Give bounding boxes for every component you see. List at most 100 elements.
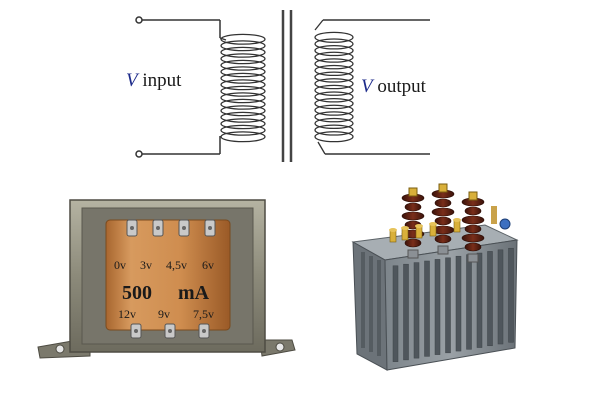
primary-coil-turn xyxy=(220,105,266,117)
cooling-fin xyxy=(466,254,472,350)
hv-bushing-shed xyxy=(434,234,452,244)
hv-bushing-shed xyxy=(404,202,422,212)
output-voltage-symbol: V xyxy=(361,76,373,97)
secondary-coil-turn xyxy=(314,91,354,103)
hv-bushing-shed xyxy=(431,207,455,217)
rating-unit: mA xyxy=(178,282,210,304)
tap-label-bottom-3: 7,5v xyxy=(193,307,214,321)
gauge-icon xyxy=(499,218,511,230)
mounting-hole-right xyxy=(275,342,285,352)
secondary-coil-turn xyxy=(314,71,354,83)
cooling-fin xyxy=(476,252,483,348)
secondary-coil-turn xyxy=(314,44,354,57)
solder-tag-hole xyxy=(134,329,138,333)
cooling-fin xyxy=(403,263,409,361)
power-transformer-illustration xyxy=(351,183,519,371)
solder-tags-top xyxy=(126,219,216,237)
output-label: V output xyxy=(361,76,426,98)
hv-bushing-cap xyxy=(438,183,448,193)
solder-tag-hole xyxy=(130,226,134,230)
secondary-coil xyxy=(314,19,354,155)
secondary-coil-turn xyxy=(314,84,354,96)
secondary-coil-turn xyxy=(314,78,354,90)
cooling-fin xyxy=(445,257,451,354)
hv-bushing-shed xyxy=(401,211,425,221)
output-label-text: output xyxy=(377,76,426,97)
secondary-coil-turn xyxy=(314,64,354,77)
secondary-lead-bottom xyxy=(317,141,326,155)
hv-bushing-shed xyxy=(464,242,482,252)
solder-tag-hole xyxy=(156,226,160,230)
cooling-fin xyxy=(424,260,430,357)
secondary-coil-turn xyxy=(314,51,354,63)
lv-terminal-top xyxy=(429,222,437,226)
hv-bushing-base xyxy=(407,249,419,259)
primary-coil-turn xyxy=(220,72,266,84)
primary-coil-turn xyxy=(220,98,266,110)
input-terminal-bottom xyxy=(135,150,143,158)
input-voltage-symbol: V xyxy=(126,70,138,91)
lv-terminal-top xyxy=(401,226,409,230)
tap-label-top-4: 6v xyxy=(202,258,214,272)
cooling-fin xyxy=(497,249,504,345)
hv-bushing-shed xyxy=(464,206,482,216)
cooling-fin xyxy=(413,262,420,359)
secondary-coil-turn xyxy=(314,31,354,43)
secondary-coil-turn xyxy=(314,111,354,123)
solder-tag-hole xyxy=(182,226,186,230)
lv-terminal-top xyxy=(453,218,461,222)
cooling-fin xyxy=(392,265,399,362)
solder-tag-hole xyxy=(202,329,206,333)
cooling-fin-side xyxy=(361,252,365,348)
lv-terminal-top xyxy=(389,228,397,232)
primary-coil-turn xyxy=(220,124,266,136)
solder-tag-hole xyxy=(168,329,172,333)
secondary-lead-top xyxy=(314,19,324,31)
secondary-coil-turn xyxy=(314,104,354,116)
cooling-fin xyxy=(487,251,493,347)
solder-tag-hole xyxy=(208,226,212,230)
lv-terminal-top xyxy=(415,224,423,228)
hv-bushings xyxy=(401,183,485,263)
secondary-coil-turn xyxy=(314,131,354,143)
hv-bushing-base xyxy=(437,245,449,255)
hv-bushing-shed xyxy=(434,216,452,226)
primary-coil-turn xyxy=(220,66,266,78)
hv-bushing-shed xyxy=(404,238,422,248)
primary-coil-turn xyxy=(220,40,266,52)
cooling-fin xyxy=(434,259,441,355)
primary-coil-turn xyxy=(220,59,266,71)
cooling-fin-side xyxy=(377,260,381,356)
primary-coil-turn xyxy=(220,92,266,104)
primary-coil-turn xyxy=(220,79,266,91)
secondary-coil-turn xyxy=(314,97,354,110)
lv-terminals xyxy=(389,206,511,243)
primary-coil-turn xyxy=(220,85,266,97)
input-terminal-top xyxy=(135,16,143,24)
hv-bushing-cap xyxy=(408,187,418,197)
cooling-fin-side xyxy=(369,256,373,352)
secondary-coil-turn xyxy=(314,58,354,70)
cooling-fin xyxy=(455,255,462,352)
rating-value: 500 xyxy=(122,282,152,304)
tap-label-bottom-1: 12v xyxy=(118,307,136,321)
hv-bushing-shed xyxy=(464,224,482,234)
input-label-text: input xyxy=(142,70,182,91)
cooling-fins xyxy=(361,247,514,362)
secondary-coil-turn xyxy=(314,38,354,50)
hv-bushing-shed xyxy=(461,215,485,225)
primary-coil-turn xyxy=(220,33,266,45)
tap-label-bottom-2: 9v xyxy=(158,307,170,321)
primary-coil-turn xyxy=(220,53,266,65)
transformer-schematic xyxy=(135,10,430,162)
hv-bushing-base xyxy=(467,253,479,263)
mounting-hole-left xyxy=(55,344,65,354)
primary-coil-turn xyxy=(220,118,266,130)
tap-label-top-2: 3v xyxy=(140,258,152,272)
hv-bushing-cap xyxy=(468,191,478,201)
tap-label-top-1: 0v xyxy=(114,258,126,272)
hv-bushing-shed xyxy=(434,198,452,208)
arrester-icon xyxy=(491,206,497,224)
secondary-coil-turn xyxy=(314,117,354,130)
